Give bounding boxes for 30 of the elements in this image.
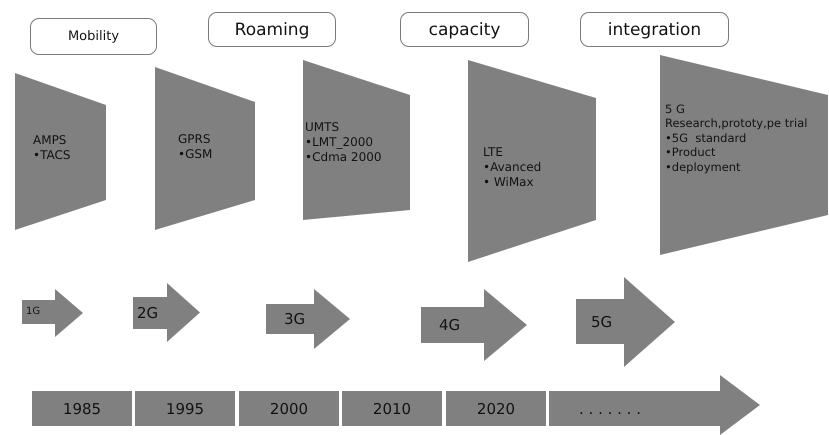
technology-item: • WiMax: [483, 175, 535, 190]
generation-label: 3G: [284, 310, 306, 328]
technology-item: •Product: [665, 145, 716, 160]
year-segment: 1995: [135, 391, 235, 426]
stage-label: capacity: [400, 12, 529, 47]
technology-item: •deployment: [665, 160, 742, 174]
technology-title: AMPS: [33, 133, 68, 148]
year-segment: 2020: [446, 391, 546, 426]
stage-label: Mobility: [30, 18, 157, 55]
year-segment: 2000: [239, 391, 339, 426]
stage-label: Roaming: [208, 12, 336, 47]
generation-label: 1G: [26, 306, 40, 317]
technology-item: •LMT_2000: [305, 135, 374, 150]
technology-item: •Avanced: [483, 160, 542, 175]
technology-item: Research,prototy,pe trial: [665, 116, 808, 131]
technology-item: •Cdma 2000: [305, 150, 382, 165]
generation-label: 5G: [591, 312, 612, 330]
stage-label: integration: [580, 12, 729, 47]
ellipsis-label: . . . . . . .: [579, 400, 641, 418]
year-segment: 1985: [32, 391, 132, 426]
technology-item: •GSM: [178, 147, 212, 162]
technology-item: •TACS: [33, 148, 70, 163]
technology-item: •5G standard: [665, 130, 748, 146]
technology-title: UMTS: [305, 120, 340, 135]
technology-title: GPRS: [178, 132, 212, 147]
year-segment: 2010: [342, 391, 442, 426]
generation-label: 2G: [137, 304, 158, 322]
generation-label: 4G: [439, 316, 460, 334]
technology-title: LTE: [483, 145, 504, 160]
technology-title: 5 G: [665, 102, 686, 116]
